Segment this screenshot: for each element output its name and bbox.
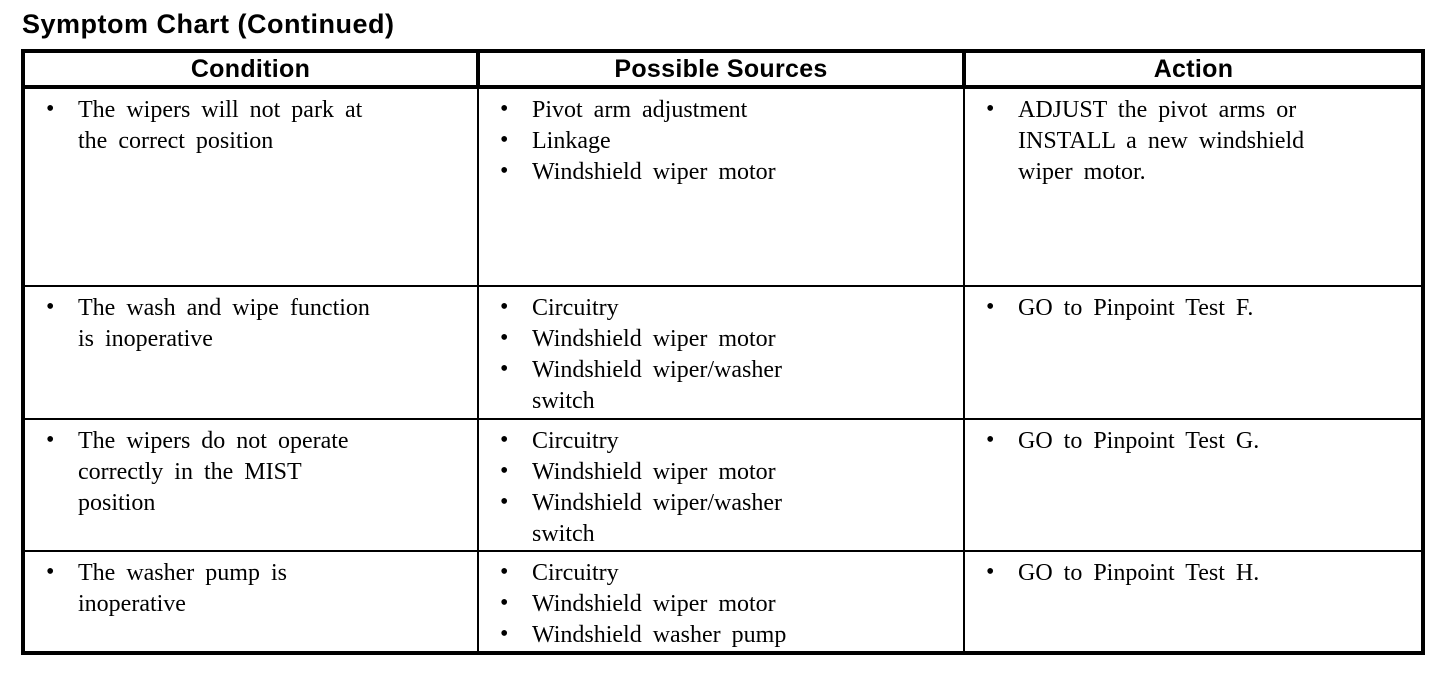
action-cell: ADJUST the pivot arms or INSTALL a new w…: [963, 86, 1424, 287]
symptom-chart-table: Condition Possible Sources Action The wi…: [21, 49, 1425, 655]
possible-sources-cell: CircuitryWindshield wiper motorWindshiel…: [477, 418, 965, 552]
action-bullet-list: GO to Pinpoint Test F.: [977, 292, 1329, 324]
bullet-item: The wipers will not park at the correct …: [37, 94, 389, 157]
action-cell: GO to Pinpoint Test H.: [963, 550, 1424, 654]
table-header-row: Condition Possible Sources Action: [21, 49, 1425, 89]
bullet-item: Windshield wiper motor: [491, 323, 843, 355]
bullet-item: Circuitry: [491, 557, 843, 589]
bullet-item: GO to Pinpoint Test G.: [977, 425, 1329, 457]
possible-sources-cell: CircuitryWindshield wiper motorWindshiel…: [477, 285, 965, 420]
condition-cell: The wash and wipe function is inoperativ…: [22, 285, 479, 420]
sources-bullet-list: Pivot arm adjustmentLinkageWindshield wi…: [491, 94, 843, 188]
sources-bullet-list: CircuitryWindshield wiper motorWindshiel…: [491, 292, 843, 417]
table-row: The wipers will not park at the correct …: [22, 86, 1424, 287]
condition-cell: The wipers will not park at the correct …: [22, 86, 479, 287]
bullet-item: The wipers do not operate correctly in t…: [37, 425, 389, 519]
condition-bullet-list: The washer pump is inoperative: [37, 557, 389, 620]
column-header-condition: Condition: [21, 49, 480, 89]
condition-bullet-list: The wipers will not park at the correct …: [37, 94, 389, 157]
condition-bullet-list: The wash and wipe function is inoperativ…: [37, 292, 389, 355]
bullet-item: Windshield wiper/washer switch: [491, 354, 843, 417]
bullet-item: Pivot arm adjustment: [491, 94, 843, 126]
page-title: Symptom Chart (Continued): [22, 9, 395, 39]
action-bullet-list: GO to Pinpoint Test H.: [977, 557, 1329, 589]
column-header-possible-sources: Possible Sources: [476, 49, 966, 89]
possible-sources-cell: CircuitryWindshield wiper motorWindshiel…: [477, 550, 965, 654]
bullet-item: The washer pump is inoperative: [37, 557, 389, 620]
action-bullet-list: ADJUST the pivot arms or INSTALL a new w…: [977, 94, 1329, 188]
bullet-item: Windshield wiper motor: [491, 456, 843, 488]
bullet-item: Windshield wiper motor: [491, 156, 843, 188]
condition-bullet-list: The wipers do not operate correctly in t…: [37, 425, 389, 519]
table-row: The wipers do not operate correctly in t…: [22, 418, 1424, 552]
sources-bullet-list: CircuitryWindshield wiper motorWindshiel…: [491, 557, 843, 651]
bullet-item: The wash and wipe function is inoperativ…: [37, 292, 389, 355]
action-bullet-list: GO to Pinpoint Test G.: [977, 425, 1329, 457]
action-cell: GO to Pinpoint Test G.: [963, 418, 1424, 552]
column-header-action: Action: [962, 49, 1425, 89]
symptom-table-body: The wipers will not park at the correct …: [22, 86, 1424, 654]
condition-cell: The washer pump is inoperative: [22, 550, 479, 654]
bullet-item: GO to Pinpoint Test H.: [977, 557, 1329, 589]
sources-bullet-list: CircuitryWindshield wiper motorWindshiel…: [491, 425, 843, 550]
bullet-item: GO to Pinpoint Test F.: [977, 292, 1329, 324]
bullet-item: Windshield washer pump: [491, 619, 843, 651]
action-cell: GO to Pinpoint Test F.: [963, 285, 1424, 420]
bullet-item: Windshield wiper/washer switch: [491, 487, 843, 550]
bullet-item: Linkage: [491, 125, 843, 157]
table-row: The wash and wipe function is inoperativ…: [22, 285, 1424, 420]
bullet-item: ADJUST the pivot arms or INSTALL a new w…: [977, 94, 1329, 188]
bullet-item: Circuitry: [491, 292, 843, 324]
possible-sources-cell: Pivot arm adjustmentLinkageWindshield wi…: [477, 86, 965, 287]
table-row: The washer pump is inoperative Circuitry…: [22, 550, 1424, 654]
bullet-item: Windshield wiper motor: [491, 588, 843, 620]
condition-cell: The wipers do not operate correctly in t…: [22, 418, 479, 552]
bullet-item: Circuitry: [491, 425, 843, 457]
